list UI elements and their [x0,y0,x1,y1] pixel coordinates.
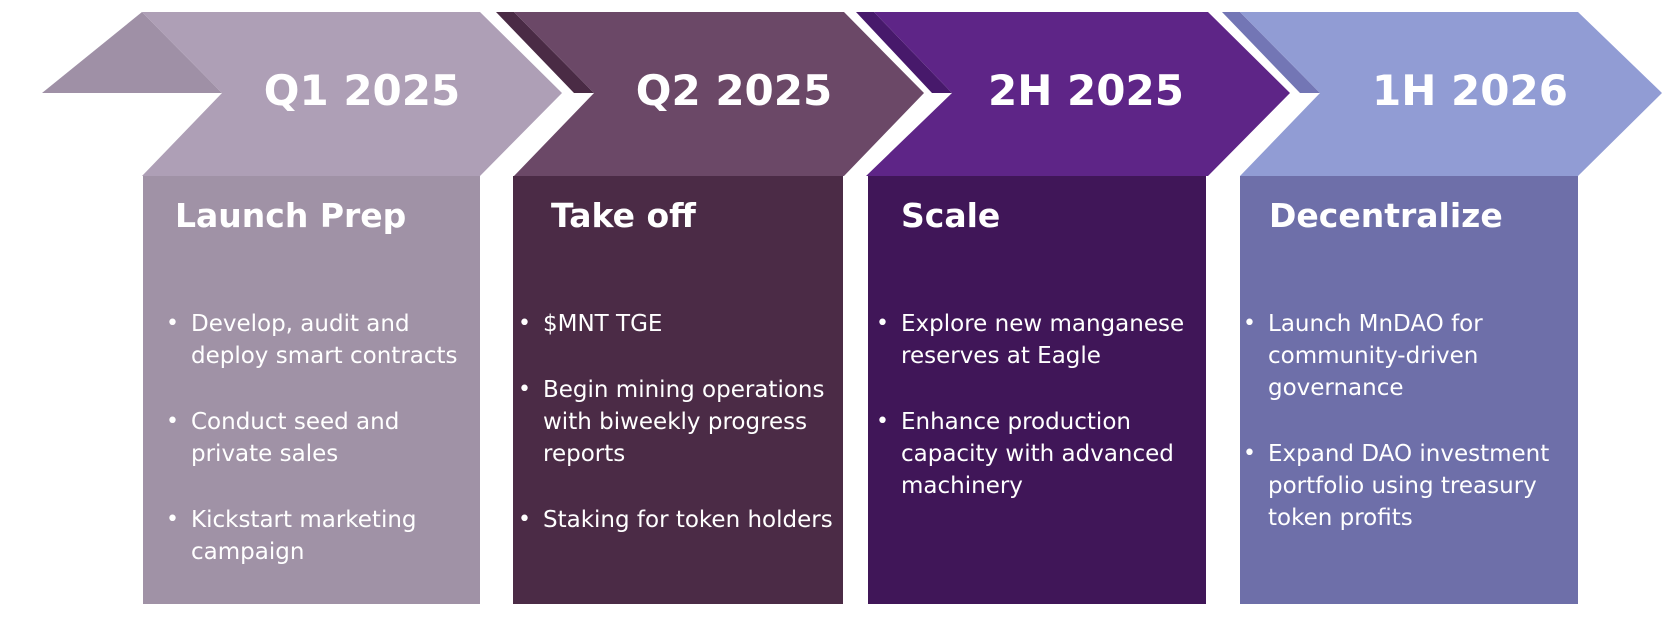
phase-2-period: Q2 2025 [635,66,833,115]
phase-1-chevron [142,12,562,176]
list-item: Explore new manganese reserves at Eagle [876,308,1202,372]
phase-4-list: Launch MnDAO for community-driven govern… [1243,308,1573,568]
list-item: Begin mining operations with biweekly pr… [518,374,840,470]
phase-4-fold [1222,12,1320,93]
list-item: Launch MnDAO for community-driven govern… [1243,308,1573,404]
phase-2-chevron [514,12,924,176]
phase-1-period: Q1 2025 [263,66,461,115]
phase-2-heading: Take off [551,196,696,235]
phase-3-list: Explore new manganese reserves at Eagle … [876,308,1202,536]
phase-1-list: Develop, audit and deploy smart contract… [166,308,478,602]
phase-3-fold [856,12,952,93]
list-item: Expand DAO investment portfolio using tr… [1243,438,1573,534]
list-item: Staking for token holders [518,504,840,536]
phase-4-heading: Decentralize [1269,196,1503,235]
phase-2-fold [496,12,594,93]
phase-1-heading: Launch Prep [175,196,407,235]
phase-1-tail-flap [42,12,222,93]
list-item: Enhance production capacity with advance… [876,406,1202,502]
list-item: Kickstart marketing campaign [166,504,478,568]
list-item: Conduct seed and private sales [166,406,478,470]
phase-3-period: 2H 2025 [988,66,1184,115]
phase-3-panel [868,176,1206,604]
list-item: $MNT TGE [518,308,840,340]
phase-3-chevron [866,12,1290,176]
list-item: Develop, audit and deploy smart contract… [166,308,478,372]
phase-4-period: 1H 2026 [1372,66,1568,115]
phase-3-heading: Scale [901,196,1001,235]
phase-4-chevron [1240,12,1662,176]
phase-2-list: $MNT TGE Begin mining operations with bi… [518,308,840,570]
